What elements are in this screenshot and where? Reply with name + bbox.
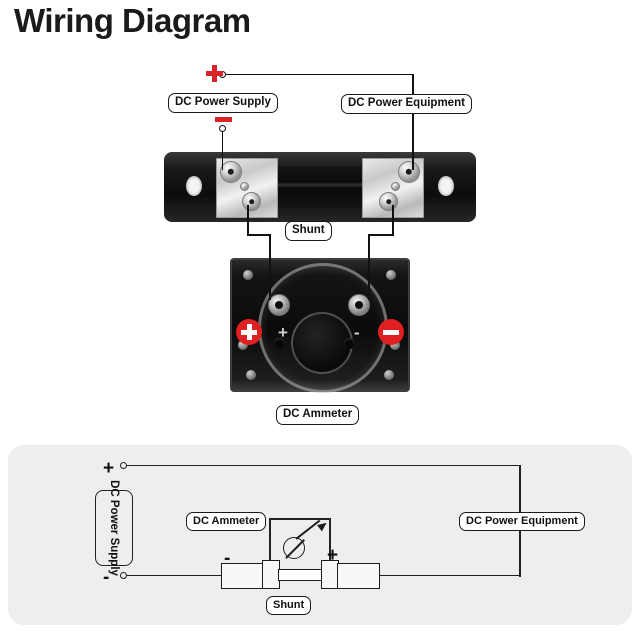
schematic-shunt-plus-symbol: + <box>327 545 339 566</box>
schematic-ammeter-symbol <box>283 537 305 559</box>
ammeter-screw-bottom-right <box>384 370 394 380</box>
label-dc-power-equipment: DC Power Equipment <box>341 94 472 114</box>
schematic-supply-minus-symbol: - <box>103 567 110 588</box>
wire-shunt-left-to-meter <box>269 234 271 300</box>
shunt-screw-top-left <box>220 161 242 183</box>
page-title: Wiring Diagram <box>14 2 251 39</box>
ammeter-screw-top-left <box>243 270 253 280</box>
wire-shunt-right-over <box>368 234 394 236</box>
shunt-screw-bottom-right <box>379 192 398 211</box>
schematic-ammeter-left-leg <box>269 518 271 562</box>
wire-positive-vertical <box>412 73 414 170</box>
shunt-resistor-bar <box>272 166 368 208</box>
ammeter-terminal-positive <box>268 294 290 316</box>
schematic-top-wire <box>126 464 521 467</box>
ammeter-vent-hole-left <box>274 338 285 349</box>
schematic-shunt-to-equipment-wire <box>378 574 520 577</box>
ammeter-center-hub <box>291 312 353 375</box>
ammeter-negative-mark: - <box>354 323 360 342</box>
ammeter-screw-top-right <box>386 270 396 280</box>
negative-symbol-red <box>215 117 232 122</box>
schematic-shunt-minus-symbol: - <box>224 548 231 569</box>
schematic-shunt-bar <box>278 569 323 581</box>
ammeter-screw-bottom-left <box>246 370 256 380</box>
schematic-label-dc-ammeter: DC Ammeter <box>186 512 267 532</box>
wire-shunt-left-over <box>247 234 271 236</box>
ammeter-badge-negative <box>378 319 404 345</box>
label-dc-ammeter: DC Ammeter <box>276 405 360 425</box>
label-shunt: Shunt <box>285 221 332 241</box>
schematic-bottom-left-wire <box>126 574 226 577</box>
wire-shunt-left-down <box>247 205 249 235</box>
shunt-screw-small-left <box>240 182 249 191</box>
schematic-label-dc-power-equipment: DC Power Equipment <box>459 512 585 532</box>
ammeter-vent-hole-right <box>344 338 355 349</box>
wire-shunt-right-down <box>392 205 394 235</box>
minus-horizontal-bar <box>383 330 399 335</box>
shunt-mounting-hole-right <box>438 176 454 196</box>
schematic-label-shunt: Shunt <box>266 596 312 616</box>
schematic-power-supply-label: DC Power Supply <box>108 480 120 576</box>
schematic-ammeter-arrow-icon <box>295 519 330 550</box>
schematic-ammeter-top-wire <box>269 518 331 520</box>
schematic-supply-minus-node <box>120 572 127 579</box>
wire-negative-vertical <box>221 131 224 170</box>
ammeter-terminal-negative <box>348 294 370 316</box>
dc-ammeter-device: + - <box>230 258 410 393</box>
ammeter-badge-positive <box>236 319 262 345</box>
wire-positive-horizontal <box>225 73 414 76</box>
shunt-screw-top-right <box>398 161 420 183</box>
arrow-shaft <box>295 519 321 540</box>
ammeter-positive-mark: + <box>278 323 288 342</box>
schematic-shunt-block-left <box>221 563 264 589</box>
shunt-device <box>164 152 476 222</box>
shunt-screw-small-right <box>391 182 400 191</box>
schematic-supply-plus-node <box>120 462 127 469</box>
plus-vertical-bar <box>247 324 252 340</box>
schematic-power-supply-box: DC Power Supply <box>95 480 133 576</box>
supply-negative-node <box>219 125 226 132</box>
shunt-screw-bottom-left <box>242 192 261 211</box>
schematic-shunt-block-right <box>337 563 380 589</box>
shunt-mounting-hole-left <box>186 176 202 196</box>
ammeter-screw-mid-right <box>390 340 400 350</box>
positive-symbol-red <box>206 65 223 82</box>
schematic-ammeter-right-leg <box>329 518 331 562</box>
schematic-supply-plus-symbol: + <box>103 458 115 479</box>
wire-shunt-right-to-meter <box>368 234 370 300</box>
label-dc-power-supply: DC Power Supply <box>168 93 278 113</box>
ammeter-screw-mid-left <box>238 340 248 350</box>
